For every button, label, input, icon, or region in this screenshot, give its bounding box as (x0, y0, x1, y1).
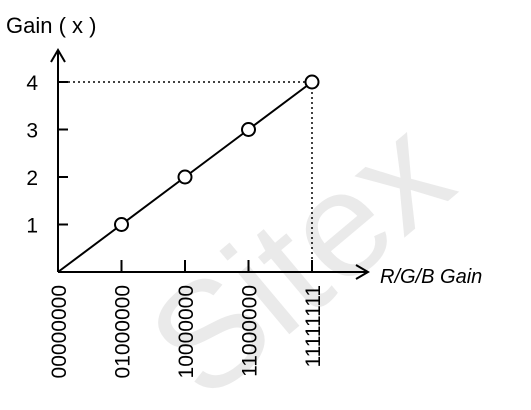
y-axis-label: Gain ( x ) (6, 13, 96, 38)
x-tick-label: 10000000 (175, 285, 198, 378)
data-point (114, 217, 129, 232)
data-point (241, 122, 256, 137)
reference-lines (58, 81, 313, 272)
data-point (304, 74, 320, 90)
x-tick-label: 00000000 (48, 285, 71, 378)
y-tick-label: 3 (26, 120, 38, 143)
watermark: Sitex (118, 86, 481, 410)
x-axis-label: R/G/B Gain (380, 266, 482, 288)
y-axis-arrow (50, 48, 66, 63)
x-tick-label: 11000000 (239, 285, 262, 377)
x-axis-arrow (355, 264, 370, 280)
y-tick-label: 1 (26, 215, 38, 238)
y-tick-label: 4 (26, 72, 38, 95)
labels: Gain ( x ) 1 2 3 4 00000000 01000000 10000000 1… (6, 13, 482, 378)
series (57, 74, 320, 273)
y-tick-label: 2 (26, 167, 38, 190)
axes (50, 48, 370, 280)
watermark-text: Sitex (118, 86, 481, 410)
x-tick-label: 01000000 (112, 285, 135, 378)
data-point (177, 169, 193, 185)
x-tick-label: 11111111 (302, 285, 325, 368)
